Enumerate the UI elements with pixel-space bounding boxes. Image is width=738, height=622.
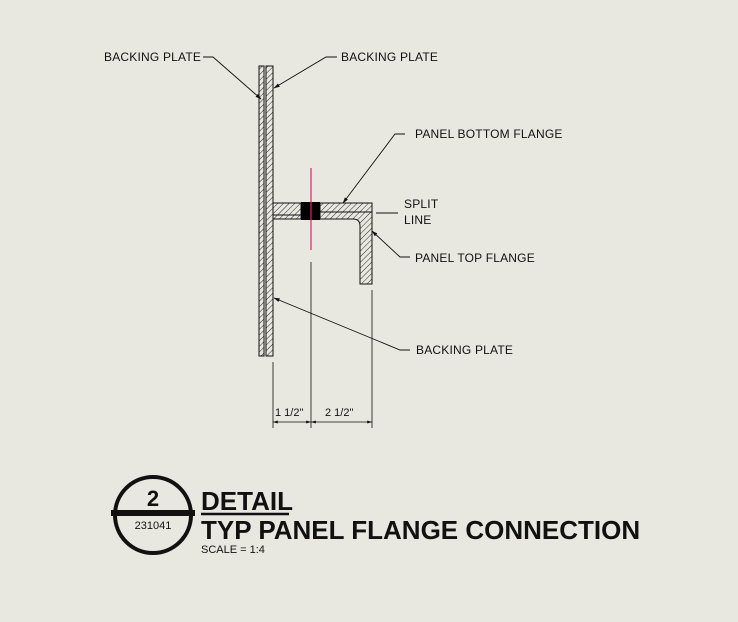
label-panel-bottom-flange: PANEL BOTTOM FLANGE [415, 127, 563, 141]
label-line: LINE [404, 213, 431, 227]
sheet-number: 231041 [135, 520, 172, 532]
label-split: SPLIT [404, 197, 439, 211]
detail-bubble [111, 475, 195, 555]
extension-lines [272, 262, 373, 428]
label-backing-plate-right: BACKING PLATE [341, 50, 438, 64]
label-backing-plate-left: BACKING PLATE [104, 50, 201, 64]
dim-left-text: 1 1/2" [275, 407, 303, 419]
dim-right-text: 2 1/2" [325, 407, 353, 419]
scale-text: SCALE = 1:4 [201, 544, 265, 556]
detail-number: 2 [147, 486, 159, 511]
label-backing-plate-lower: BACKING PLATE [416, 343, 513, 357]
backing-plate [258, 65, 274, 357]
detail-heading: DETAIL [201, 486, 293, 516]
leader-lines [203, 56, 410, 351]
label-panel-top-flange: PANEL TOP FLANGE [415, 251, 535, 265]
panel-top-flange [272, 211, 373, 285]
detail-subtitle: TYP PANEL FLANGE CONNECTION [201, 515, 640, 545]
